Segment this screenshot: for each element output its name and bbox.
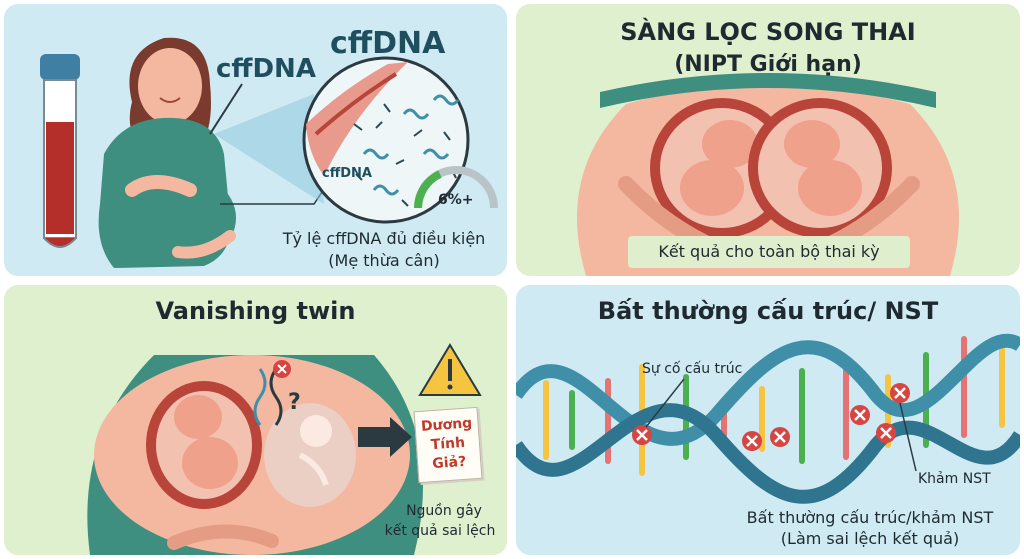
panel-twins: SÀNG LỌC SONG THAI (NIPT Giới hạn) Kết q…	[516, 4, 1020, 276]
structural-mosaic-label: Khảm NST	[918, 471, 991, 487]
cffdna-illustration	[40, 37, 498, 269]
panel-structural: Bất thường cấu trúc/ NST Sự cố cấu trúc …	[516, 285, 1020, 555]
cffdna-label-top: cffDNA	[330, 26, 446, 61]
twins-illustration	[577, 73, 959, 276]
vanishing-caption-line1: Nguồn gây	[406, 503, 482, 519]
note-line3: Giả?	[431, 453, 467, 473]
cffdna-caption-line2: (Mẹ thừa cân)	[328, 251, 440, 270]
cffdna-caption-line1: Tỷ lệ cffDNA đủ điều kiện	[282, 229, 486, 248]
arrow-icon	[358, 417, 412, 457]
cffdna-label-left: cffDNA	[216, 54, 316, 84]
pregnant-woman-icon	[98, 37, 236, 269]
panel-vanishing-twin: ? Dương Tính Giả? Vanishing twin Nguồn g…	[4, 285, 507, 555]
svg-text:?: ?	[288, 390, 301, 415]
vanishing-title: Vanishing twin	[155, 297, 356, 325]
twins-caption: Kết quả cho toàn bộ thai kỳ	[658, 242, 880, 261]
cffdna-label-inner: cffDNA	[322, 166, 372, 181]
vanishing-twin-illustration: ?	[87, 343, 482, 555]
gauge-value: 6%+	[438, 192, 474, 208]
twins-title-line2: (NIPT Giới hạn)	[674, 52, 862, 77]
structural-title: Bất thường cấu trúc/ NST	[597, 297, 939, 325]
gauge-icon	[414, 166, 498, 209]
twin-fetus-right-icon	[748, 98, 892, 238]
dna-question-icon: ?	[253, 360, 301, 426]
structural-caption-line2: (Làm sai lệch kết quả)	[780, 529, 960, 548]
warning-icon	[418, 343, 482, 396]
structural-fault-label: Sự cố cấu trúc	[642, 361, 743, 377]
vanished-twin-icon	[264, 403, 356, 507]
panel-cffdna: cffDNA cffDNA cffDNA 6%+ Tỷ lệ cffDNA đủ…	[4, 4, 507, 276]
fetus-icon	[146, 381, 262, 509]
dna-helix-illustration	[516, 333, 1020, 504]
structural-caption-line1: Bất thường cấu trúc/khảm NST	[746, 508, 994, 527]
false-positive-note: Dương Tính Giả?	[413, 406, 483, 484]
error-marks-icon	[632, 383, 910, 451]
blood-tube-icon	[40, 54, 80, 248]
twins-caption-band	[628, 236, 910, 268]
vanishing-caption-line2: kết quả sai lệch	[384, 523, 496, 539]
twins-title-line1: SÀNG LỌC SONG THAI	[620, 18, 916, 46]
dna-helix-icon	[516, 333, 1020, 504]
